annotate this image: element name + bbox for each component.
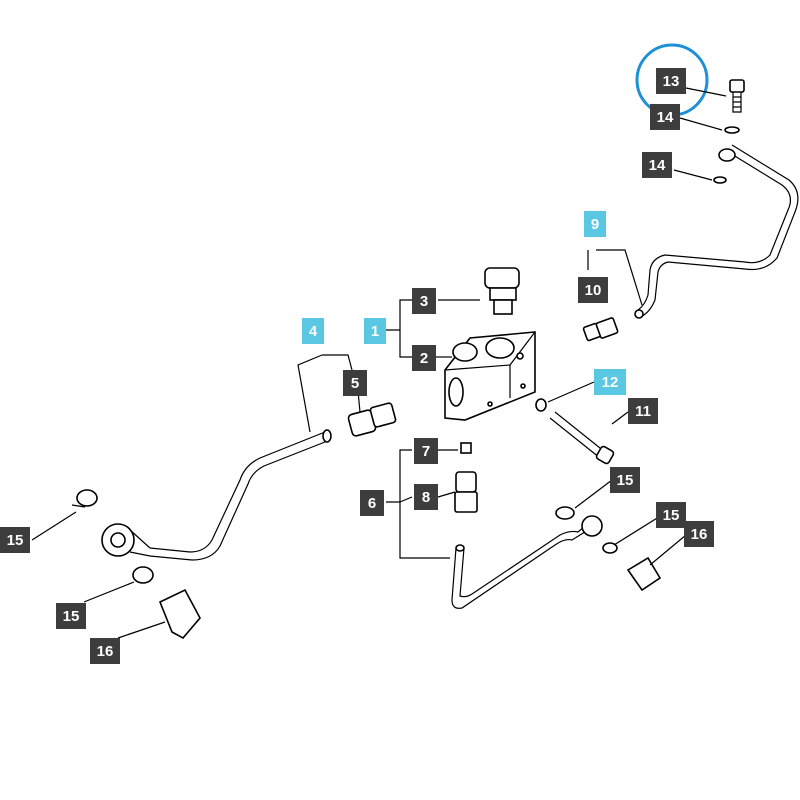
callout-14-lower[interactable]: 14 — [642, 152, 672, 178]
nut-7-part — [460, 442, 472, 454]
callout-8[interactable]: 8 — [414, 484, 438, 510]
callout-10[interactable]: 10 — [578, 277, 608, 303]
callout-13[interactable]: 13 — [656, 68, 686, 94]
callout-9[interactable]: 9 — [584, 211, 606, 237]
callout-6[interactable]: 6 — [360, 490, 384, 516]
callout-5[interactable]: 5 — [343, 370, 367, 396]
fitting-10-part — [582, 317, 619, 342]
callout-14-upper[interactable]: 14 — [650, 104, 680, 130]
washer-15-left-upper — [76, 489, 98, 507]
callout-3[interactable]: 3 — [412, 288, 436, 314]
washer-14-upper — [724, 126, 740, 134]
callout-15-left-upper[interactable]: 15 — [0, 527, 30, 553]
callout-11[interactable]: 11 — [628, 398, 658, 424]
bolt-13-part — [729, 79, 745, 113]
callout-2[interactable]: 2 — [412, 345, 436, 371]
callout-16-left[interactable]: 16 — [90, 638, 120, 664]
pipe-left — [101, 429, 332, 561]
washer-14-lower — [713, 176, 727, 184]
leader-lines — [31, 87, 727, 639]
banjo-bolt-16-left — [158, 588, 201, 640]
banjo-bolt-16-right — [626, 556, 662, 592]
plug-3-part — [484, 267, 520, 315]
callout-1[interactable]: 1 — [364, 318, 386, 344]
washer-15-right-upper — [555, 506, 575, 520]
callout-15-right-upper[interactable]: 15 — [610, 467, 640, 493]
callout-4[interactable]: 4 — [302, 318, 324, 344]
fitting-8-part — [454, 471, 478, 513]
callout-16-right[interactable]: 16 — [684, 521, 714, 547]
pipe-lower — [451, 515, 603, 609]
callout-15-right-lower[interactable]: 15 — [656, 502, 686, 528]
fitting-5-part — [347, 402, 397, 437]
washer-15-left-lower — [132, 566, 154, 584]
callout-15-left-lower[interactable]: 15 — [56, 603, 86, 629]
bolt-11-part — [549, 411, 615, 465]
pipe-upper-right — [634, 144, 799, 319]
washer-12-part — [535, 398, 547, 412]
valve-block-2-part — [444, 331, 536, 421]
washer-15-right-lower — [602, 542, 618, 554]
callout-12[interactable]: 12 — [594, 369, 626, 395]
callout-7[interactable]: 7 — [414, 438, 438, 464]
